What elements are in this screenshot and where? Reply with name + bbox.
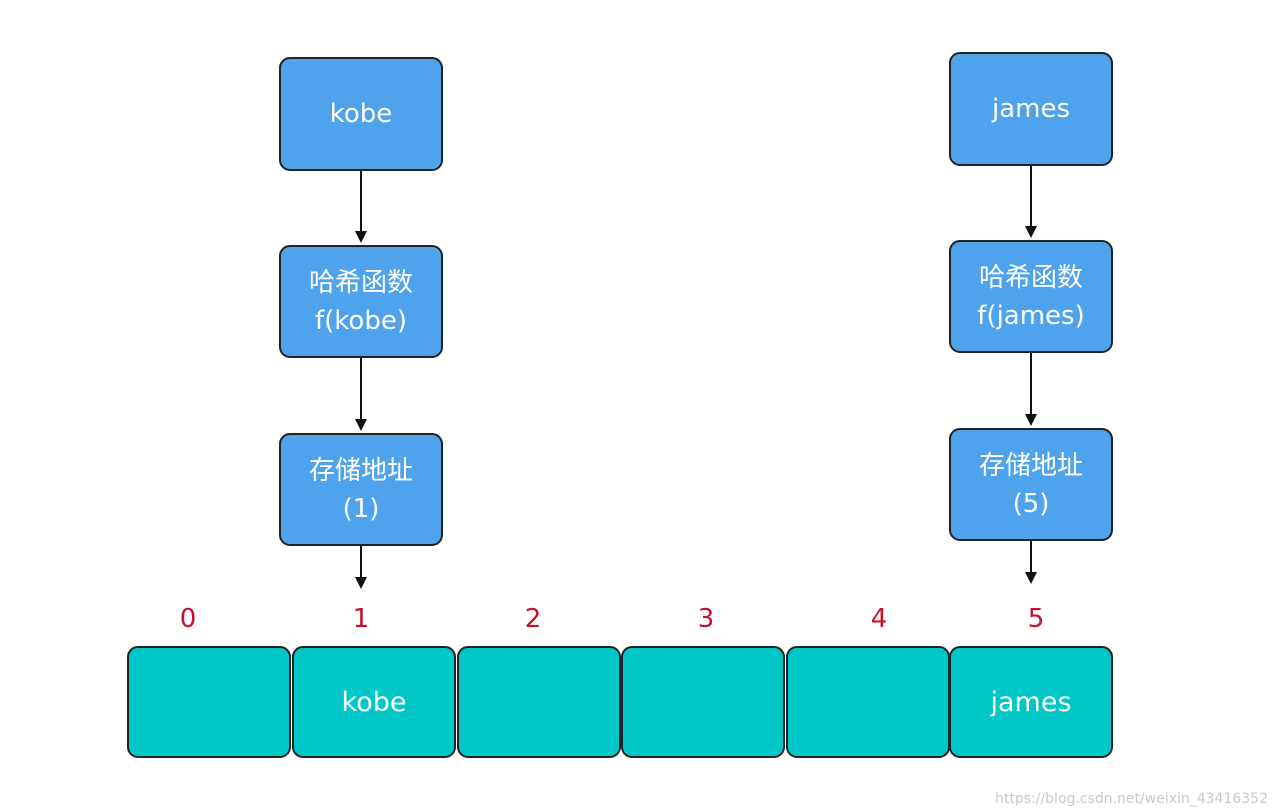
array-cell-1: kobe [292,646,456,758]
array-cell-3 [621,646,785,758]
key-node-james: james [949,52,1113,166]
array-cell-5: james [949,646,1113,758]
array-cell-4 [786,646,950,758]
address-node-james: 存储地址 (5) [949,428,1113,541]
hash-function-node-james: 哈希函数 f(james) [949,240,1113,353]
array-index-0: 0 [179,604,197,634]
array-index-2: 2 [524,604,542,634]
address-title: 存储地址 [978,450,1083,481]
hash-function-call: f(james) [977,300,1085,331]
watermark: https://blog.csdn.net/weixin_43416352 [994,791,1268,807]
key-node-kobe: kobe [279,57,443,171]
array-index-1: 1 [352,604,370,634]
address-value: (5) [1012,488,1050,519]
array-cell-2 [457,646,621,758]
hash-function-title: 哈希函数 [978,262,1083,293]
array-cell-0 [127,646,291,758]
key-label: kobe [329,99,393,129]
array-index-4: 4 [870,604,888,634]
key-label: james [991,94,1071,124]
address-title: 存储地址 [308,455,413,486]
array-index-5: 5 [1027,604,1045,634]
hash-function-node-kobe: 哈希函数 f(kobe) [279,245,443,358]
address-value: (1) [342,493,380,524]
hash-function-call: f(kobe) [315,305,407,336]
hash-function-title: 哈希函数 [308,267,413,298]
array-index-3: 3 [697,604,715,634]
address-node-kobe: 存储地址 (1) [279,433,443,546]
